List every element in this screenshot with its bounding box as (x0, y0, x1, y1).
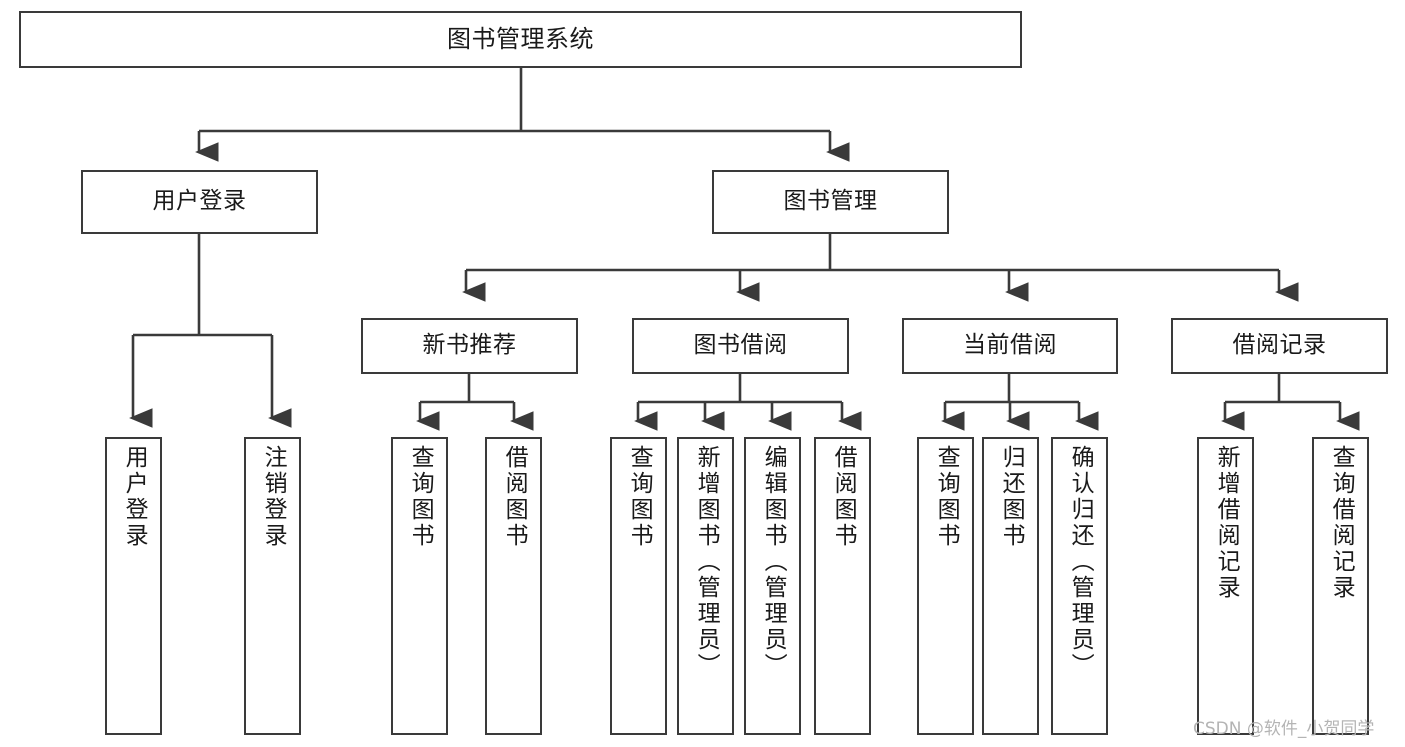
leaf-borrow-record-1[interactable]: 新增借阅记录 (1197, 437, 1254, 735)
node-user-login-label: 用户登录 (152, 188, 247, 215)
leaf-current-borrow-3-label: 确认归还（管理员） (1067, 445, 1094, 679)
node-current-borrow-label: 当前借阅 (963, 332, 1057, 359)
node-root-label: 图书管理系统 (447, 25, 594, 54)
node-book-borrow-label: 图书借阅 (693, 332, 788, 359)
node-book-manage[interactable]: 图书管理 (712, 170, 949, 234)
leaf-current-borrow-2-label: 归还图书 (998, 445, 1025, 549)
node-book-borrow[interactable]: 图书借阅 (632, 318, 849, 374)
leaf-borrow-record-2[interactable]: 查询借阅记录 (1312, 437, 1369, 735)
node-borrow-record-label: 借阅记录 (1232, 332, 1327, 359)
node-root[interactable]: 图书管理系统 (19, 11, 1022, 68)
leaf-current-borrow-2[interactable]: 归还图书 (982, 437, 1039, 735)
leaf-new-book-1[interactable]: 查询图书 (391, 437, 448, 735)
leaf-book-borrow-2[interactable]: 新增图书（管理员） (677, 437, 734, 735)
leaf-new-book-1-label: 查询图书 (407, 445, 434, 549)
csdn-watermark: CSDN @软件_小贺同学 (1193, 719, 1375, 739)
node-book-manage-label: 图书管理 (783, 188, 878, 215)
leaf-user-login-2[interactable]: 注销登录 (244, 437, 301, 735)
leaf-new-book-2-label: 借阅图书 (501, 445, 528, 549)
leaf-borrow-record-2-label: 查询借阅记录 (1328, 445, 1355, 601)
leaf-book-borrow-4-label: 借阅图书 (830, 445, 857, 549)
leaf-user-login-1[interactable]: 用户登录 (105, 437, 162, 735)
leaf-current-borrow-1[interactable]: 查询图书 (917, 437, 974, 735)
leaf-book-borrow-1[interactable]: 查询图书 (610, 437, 667, 735)
node-borrow-record[interactable]: 借阅记录 (1171, 318, 1388, 374)
leaf-book-borrow-4[interactable]: 借阅图书 (814, 437, 871, 735)
leaf-book-borrow-3-label: 编辑图书（管理员） (760, 445, 787, 679)
leaf-borrow-record-1-label: 新增借阅记录 (1213, 445, 1240, 601)
leaf-current-borrow-1-label: 查询图书 (933, 445, 960, 549)
leaf-book-borrow-1-label: 查询图书 (626, 445, 653, 549)
leaf-book-borrow-2-label: 新增图书（管理员） (693, 445, 720, 679)
leaf-book-borrow-3[interactable]: 编辑图书（管理员） (744, 437, 801, 735)
leaf-current-borrow-3[interactable]: 确认归还（管理员） (1051, 437, 1108, 735)
node-current-borrow[interactable]: 当前借阅 (902, 318, 1118, 374)
leaf-new-book-2[interactable]: 借阅图书 (485, 437, 542, 735)
leaf-user-login-1-label: 用户登录 (121, 445, 148, 549)
node-new-book-recommend[interactable]: 新书推荐 (361, 318, 578, 374)
node-new-book-recommend-label: 新书推荐 (422, 332, 517, 359)
node-user-login[interactable]: 用户登录 (81, 170, 318, 234)
leaf-user-login-2-label: 注销登录 (260, 445, 287, 549)
